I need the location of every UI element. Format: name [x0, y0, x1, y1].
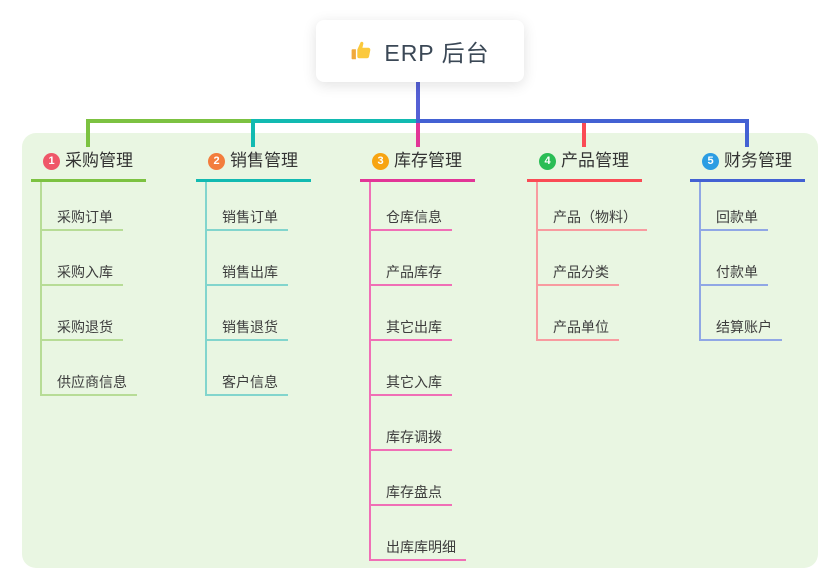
thumbs-up-icon: [350, 39, 374, 63]
child-node[interactable]: 销售订单: [222, 209, 278, 225]
child-rail: [699, 182, 701, 341]
child-node[interactable]: 其它出库: [386, 319, 442, 335]
root-title: ERP 后台: [384, 40, 490, 66]
child-underline: [40, 284, 123, 286]
child-underline: [205, 229, 288, 231]
connector-drop-branch-5: [745, 119, 749, 147]
connector-horizontal-left: [86, 119, 255, 123]
branch-title[interactable]: 销售管理: [230, 151, 298, 170]
child-node[interactable]: 出库库明细: [386, 539, 456, 555]
child-underline: [205, 284, 288, 286]
connector-drop-branch-4: [582, 119, 586, 147]
child-node[interactable]: 回款单: [716, 209, 758, 225]
branch-title[interactable]: 库存管理: [394, 151, 462, 170]
child-rail: [369, 182, 371, 561]
child-underline: [40, 339, 123, 341]
child-node[interactable]: 采购入库: [57, 264, 113, 280]
connector-drop-branch-1: [86, 119, 90, 147]
connector-root-stem: [416, 82, 420, 123]
child-underline: [205, 339, 288, 341]
root-node[interactable]: ERP 后台: [316, 20, 524, 82]
child-node[interactable]: 销售退货: [222, 319, 278, 335]
connector-drop-branch-3: [416, 119, 420, 147]
branch-number-badge: 1: [43, 153, 60, 170]
child-node[interactable]: 供应商信息: [57, 374, 127, 390]
child-underline: [205, 394, 288, 396]
child-node[interactable]: 产品库存: [386, 264, 442, 280]
connector-horizontal-middle: [251, 119, 420, 123]
child-node[interactable]: 产品分类: [553, 264, 609, 280]
child-node[interactable]: 库存调拨: [386, 429, 442, 445]
child-underline: [536, 284, 619, 286]
child-node[interactable]: 仓库信息: [386, 209, 442, 225]
connector-drop-branch-2: [251, 119, 255, 147]
child-node[interactable]: 销售出库: [222, 264, 278, 280]
branch-number-badge: 3: [372, 153, 389, 170]
branch-underline: [31, 179, 146, 182]
child-rail: [40, 182, 42, 396]
child-underline: [699, 284, 768, 286]
connector-horizontal-right: [416, 119, 749, 123]
child-rail: [205, 182, 207, 396]
branch-number-badge: 2: [208, 153, 225, 170]
branch-underline: [527, 179, 642, 182]
child-node[interactable]: 产品单位: [553, 319, 609, 335]
child-underline: [369, 504, 452, 506]
child-node[interactable]: 采购退货: [57, 319, 113, 335]
child-node[interactable]: 付款单: [716, 264, 758, 280]
branch-title[interactable]: 财务管理: [724, 151, 792, 170]
child-rail: [536, 182, 538, 341]
child-node[interactable]: 其它入库: [386, 374, 442, 390]
branch-number-badge: 5: [702, 153, 719, 170]
child-underline: [369, 229, 452, 231]
child-node[interactable]: 产品（物料）: [553, 209, 637, 225]
child-underline: [699, 339, 782, 341]
child-underline: [536, 229, 647, 231]
branch-underline: [196, 179, 311, 182]
branch-underline: [690, 179, 805, 182]
child-underline: [699, 229, 768, 231]
child-node[interactable]: 库存盘点: [386, 484, 442, 500]
branch-title[interactable]: 采购管理: [65, 151, 133, 170]
branch-number-badge: 4: [539, 153, 556, 170]
child-node[interactable]: 结算账户: [716, 319, 772, 335]
child-underline: [369, 339, 452, 341]
child-underline: [369, 284, 452, 286]
child-underline: [369, 449, 452, 451]
child-underline: [40, 229, 123, 231]
child-underline: [369, 394, 452, 396]
child-node[interactable]: 采购订单: [57, 209, 113, 225]
child-underline: [369, 559, 466, 561]
child-underline: [536, 339, 619, 341]
branch-title[interactable]: 产品管理: [561, 151, 629, 170]
branch-underline: [360, 179, 475, 182]
child-underline: [40, 394, 137, 396]
canvas-panel: [22, 133, 818, 568]
child-node[interactable]: 客户信息: [222, 374, 278, 390]
